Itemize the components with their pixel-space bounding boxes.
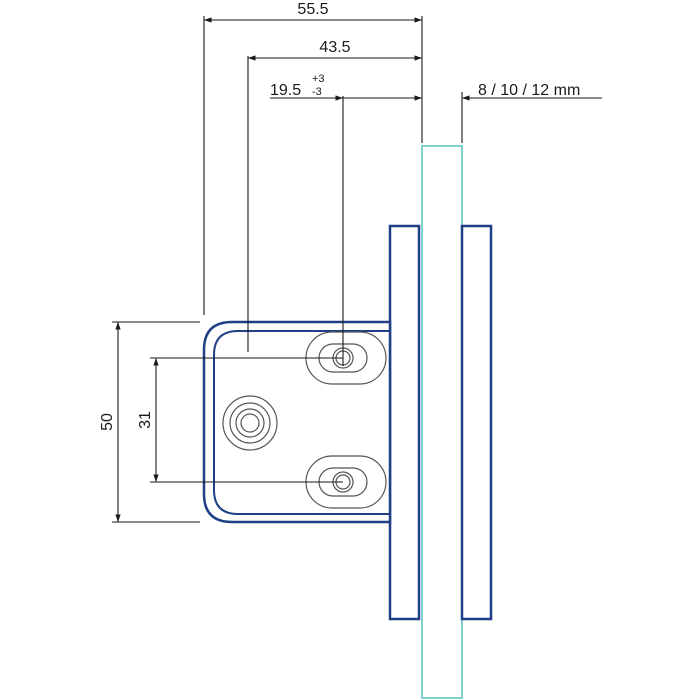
dim-19-5-label: 19.5: [270, 82, 301, 99]
glass-pane: [421, 145, 463, 699]
dim-43-5-label: 43.5: [319, 39, 350, 56]
dim-19-5-tol-minus: -3: [312, 86, 322, 98]
dim-31-label: 31: [137, 411, 154, 429]
dim-55-5-label: 55.5: [297, 1, 328, 18]
front-clamp-plate: [388, 224, 421, 621]
dim-50-label: 50: [99, 413, 116, 431]
clamp-plates: [388, 224, 493, 621]
back-clamp-plate: [460, 224, 493, 621]
dimension-lines: [115, 17, 602, 522]
extension-lines: [112, 16, 463, 523]
dim-glass-thickness-label: 8 / 10 / 12 mm: [478, 82, 580, 99]
round-hole: [222, 395, 278, 451]
dim-19-5-tol-plus: +3: [312, 73, 325, 85]
